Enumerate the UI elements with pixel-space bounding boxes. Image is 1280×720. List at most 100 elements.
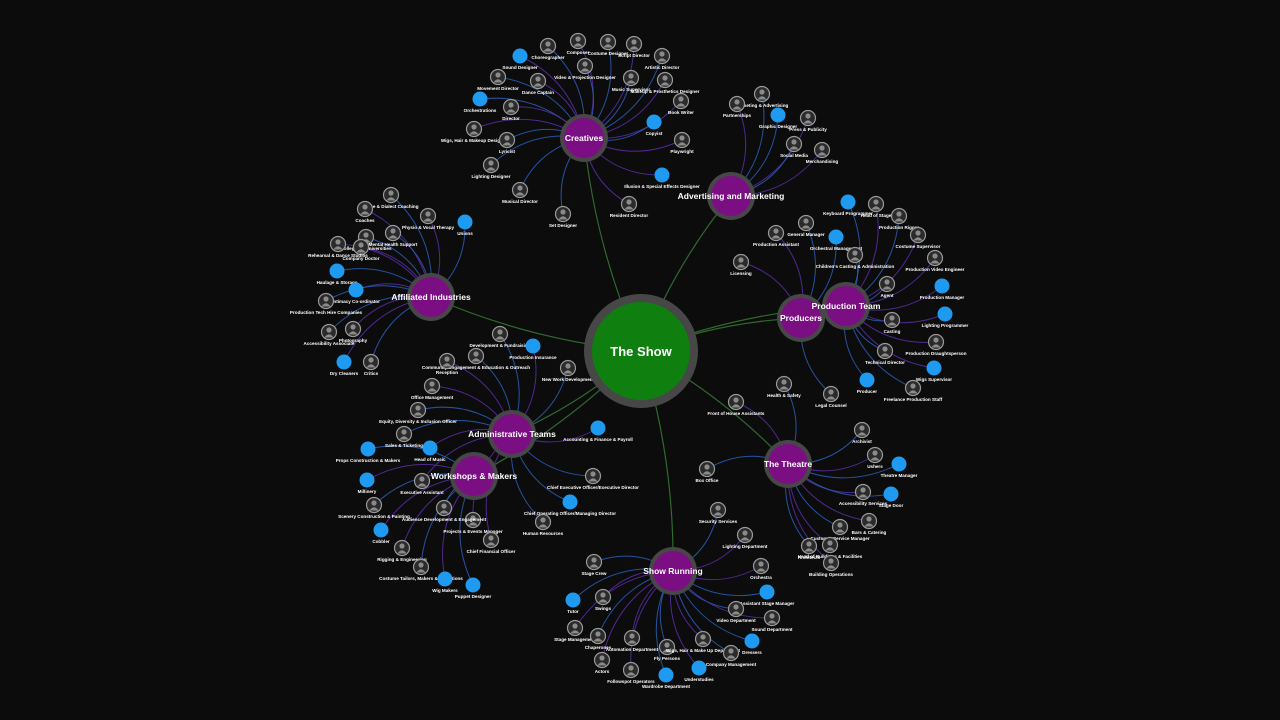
leaf-dot-icon[interactable]	[937, 306, 953, 322]
leaf-node-casting[interactable]: Casting	[884, 311, 901, 335]
leaf-node-rigging-and-engineering[interactable]: Rigging & Engineering	[377, 539, 427, 563]
leaf-node-office-management[interactable]: Office Management	[411, 377, 454, 401]
leaf-dot-icon[interactable]	[336, 354, 352, 370]
hub-circle[interactable]	[826, 286, 866, 326]
leaf-node-executive-assistant[interactable]: Executive Assistant	[400, 472, 444, 496]
leaf-node-production-assistant[interactable]: Production Assistant	[753, 224, 799, 248]
leaf-node-resident-director[interactable]: Resident Director	[610, 195, 649, 219]
leaf-dot-icon[interactable]	[744, 633, 760, 649]
leaf-node-wardrobe-department[interactable]: Wardrobe Department	[642, 667, 691, 690]
leaf-node-sound-designer[interactable]: Sound Designer	[502, 48, 538, 71]
leaf-node-physio-and-vocal-therapy[interactable]: Physio & Vocal Therapy	[402, 207, 454, 231]
leaf-dot-icon[interactable]	[472, 91, 488, 107]
leaf-node-architects[interactable]: Architects	[798, 537, 821, 561]
leaf-dot-icon[interactable]	[348, 282, 364, 298]
hub-node-theatre[interactable]: The Theatre	[764, 440, 812, 488]
leaf-node-press-and-publicity[interactable]: Press & Publicity	[789, 109, 827, 133]
leaf-node-voice-and-dialect-coaching[interactable]: Voice & Dialect Coaching	[363, 186, 419, 210]
leaf-node-fly-persons[interactable]: Fly Persons	[654, 638, 680, 662]
leaf-node-set-designer[interactable]: Set Designer	[549, 205, 577, 229]
hub-circle[interactable]	[653, 551, 693, 591]
leaf-node-customer-service-manager[interactable]: Customer Service Manager	[810, 518, 870, 542]
leaf-node-orchestral-management[interactable]: Orchestral Management	[810, 229, 863, 252]
leaf-dot-icon[interactable]	[437, 571, 453, 587]
leaf-node-building-operations[interactable]: Building Operations	[809, 554, 853, 578]
hub-node-advertising[interactable]: Advertising and Marketing	[678, 172, 785, 220]
leaf-dot-icon[interactable]	[770, 107, 786, 123]
leaf-node-costume-supervisor[interactable]: Costume Supervisor	[896, 226, 941, 250]
leaf-node-tutor[interactable]: Tutor	[565, 592, 581, 615]
leaf-dot-icon[interactable]	[422, 440, 438, 456]
leaf-dot-icon[interactable]	[891, 456, 907, 472]
hub-circle[interactable]	[411, 277, 451, 317]
hub-circle[interactable]	[781, 298, 821, 338]
leaf-node-wig-makers[interactable]: Wig Makers	[432, 571, 458, 594]
leaf-node-wigs-hair-and-makeup-designer[interactable]: Wigs, Hair & Makeup Designer	[441, 120, 508, 144]
leaf-dot-icon[interactable]	[512, 48, 528, 64]
hub-node-creatives[interactable]: Creatives	[560, 114, 608, 162]
leaf-node-costume-designer[interactable]: Costume Designer	[588, 33, 629, 57]
hub-node-running[interactable]: Show Running	[643, 547, 703, 595]
leaf-node-photography[interactable]: Photography	[339, 320, 368, 344]
leaf-node-lighting-department[interactable]: Lighting Department	[723, 526, 768, 550]
leaf-node-children-s-casting-and-administration[interactable]: Children's Casting & Administration	[816, 246, 895, 270]
leaf-node-dry-cleaners[interactable]: Dry Cleaners	[330, 354, 359, 377]
leaf-node-chaperones[interactable]: Chaperones	[585, 627, 612, 651]
leaf-node-puppet-designer[interactable]: Puppet Designer	[455, 577, 492, 600]
leaf-dot-icon[interactable]	[525, 338, 541, 354]
leaf-node-human-resources[interactable]: Human Resources	[523, 513, 564, 537]
leaf-node-community-engagement-and-education-and-outreach[interactable]: Community Engagement & Education & Outre…	[422, 347, 530, 371]
leaf-node-box-office[interactable]: Box Office	[696, 460, 719, 484]
leaf-dot-icon[interactable]	[658, 667, 674, 683]
leaf-node-sound-department[interactable]: Sound Department	[751, 609, 793, 633]
leaf-node-production-tech-hire-companies[interactable]: Production Tech Hire Companies	[290, 292, 363, 316]
leaf-node-unions[interactable]: Unions	[457, 214, 473, 237]
leaf-node-makeup-and-prosthetics-designer[interactable]: Makeup & Prosthetics Designer	[631, 71, 700, 95]
leaf-node-head-of-stage[interactable]: Head of Stage	[861, 195, 892, 219]
leaf-dot-icon[interactable]	[859, 372, 875, 388]
leaf-dot-icon[interactable]	[646, 114, 662, 130]
leaf-node-chief-operating-officer-managing-director[interactable]: Chief Operating Officer/Managing Directo…	[524, 494, 616, 517]
leaf-node-choreographer[interactable]: Choreographer	[531, 37, 565, 61]
leaf-dot-icon[interactable]	[759, 584, 775, 600]
leaf-dot-icon[interactable]	[654, 167, 670, 183]
leaf-node-front-of-house-assistants[interactable]: Front of House Assistants	[707, 393, 765, 417]
hub-node-admin[interactable]: Administrative Teams	[468, 410, 556, 458]
leaf-node-coaches[interactable]: Coaches	[355, 200, 375, 224]
leaf-dot-icon[interactable]	[360, 441, 376, 457]
leaf-dot-icon[interactable]	[562, 494, 578, 510]
leaf-node-props-construction-and-makers[interactable]: Props Construction & Makers	[336, 441, 401, 464]
leaf-dot-icon[interactable]	[840, 194, 856, 210]
leaf-node-video-and-projection-designer[interactable]: Video & Projection Designer	[554, 57, 616, 81]
leaf-node-lyricist[interactable]: Lyricist	[498, 131, 516, 155]
leaf-node-dance-captain[interactable]: Dance Captain	[522, 72, 554, 96]
leaf-node-mental-health-support[interactable]: Mental Health Support	[369, 224, 418, 248]
leaf-node-stage-door[interactable]: Stage Door	[879, 486, 904, 509]
hub-circle[interactable]	[564, 118, 604, 158]
leaf-dot-icon[interactable]	[934, 278, 950, 294]
leaf-node-understudies[interactable]: Understudies	[684, 660, 714, 683]
leaf-node-freelance-production-staff[interactable]: Freelance Production Staff	[884, 379, 943, 403]
leaf-node-producer[interactable]: Producer	[857, 372, 877, 395]
leaf-node-production-insurance[interactable]: Production Insurance	[509, 338, 557, 361]
leaf-node-movement-director[interactable]: Movement Director	[477, 68, 519, 92]
leaf-node-millinery[interactable]: Millinery	[358, 472, 377, 495]
leaf-node-partnerships[interactable]: Partnerships	[723, 95, 752, 119]
leaf-dot-icon[interactable]	[590, 420, 606, 436]
leaf-node-wigs-hair-and-make-up-department[interactable]: Wigs, Hair & Make Up Department	[666, 630, 740, 654]
leaf-node-graphic-designer[interactable]: Graphic Designer	[759, 107, 798, 130]
leaf-node-dressers[interactable]: Dressers	[742, 633, 762, 656]
leaf-node-production-rigger[interactable]: Production Rigger	[879, 207, 919, 231]
leaf-node-orchestrations[interactable]: Orchestrations	[464, 91, 497, 114]
leaf-node-head-of-music[interactable]: Head of Music	[414, 440, 446, 463]
leaf-node-composer[interactable]: Composer	[567, 32, 590, 56]
center-node-circle[interactable]	[592, 302, 690, 400]
hub-circle[interactable]	[711, 176, 751, 216]
leaf-node-rehearsal-and-dance-studios[interactable]: Rehearsal & Dance Studios	[308, 235, 368, 259]
leaf-node-archivist[interactable]: Archivist	[852, 421, 872, 445]
leaf-node-musical-director[interactable]: Musical Director	[502, 181, 538, 205]
leaf-node-reception[interactable]: Reception	[436, 352, 458, 376]
leaf-node-book-writer[interactable]: Book Writer	[668, 92, 694, 116]
leaf-node-artistic-director[interactable]: Artistic Director	[645, 47, 680, 71]
leaf-node-assistant-stage-manager[interactable]: Assistant Stage Manager	[740, 584, 795, 607]
